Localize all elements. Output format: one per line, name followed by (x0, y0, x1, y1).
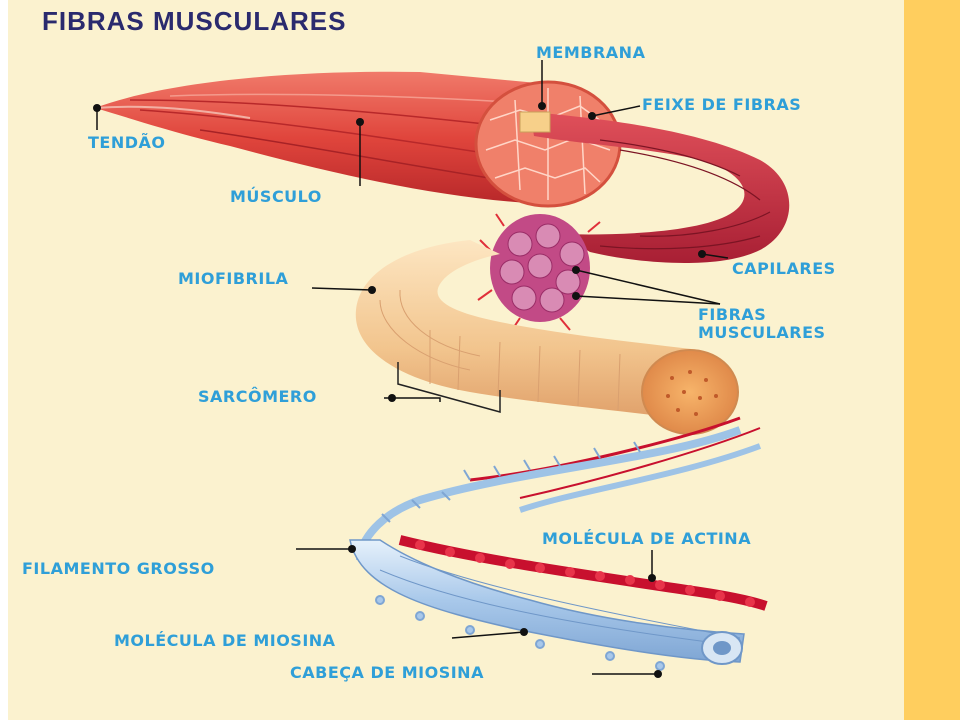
myofibril-shape (355, 240, 739, 435)
label-feixe-de-fibras: FEIXE DE FIBRAS (642, 95, 802, 114)
label-molecula-de-actina: MOLÉCULA DE ACTINA (542, 529, 752, 548)
fiber-bundle-shape (519, 111, 790, 264)
label-musculo: MÚSCULO (230, 187, 322, 206)
label-sarcomero: SARCÔMERO (198, 387, 317, 406)
right-accent-bar (904, 0, 960, 720)
leader-lines (96, 60, 729, 675)
label-fibras-musculares-line2: MUSCULARES (698, 323, 826, 342)
label-capilares: CAPILARES (732, 259, 836, 278)
muscle-fibers-cross-section (477, 213, 601, 331)
label-fibras-musculares-line1: FIBRAS (698, 305, 767, 324)
label-miofibrila: MIOFIBRILA (178, 269, 289, 288)
label-filamento-grosso: FILAMENTO GROSSO (22, 559, 215, 578)
page-title: FIBRAS MUSCULARES (42, 6, 347, 36)
label-molecula-de-miosina: MOLÉCULA DE MIOSINA (114, 631, 336, 650)
muscle-shape (94, 71, 622, 208)
filaments-shape (349, 416, 768, 671)
label-cabeca-de-miosina: CABEÇA DE MIOSINA (290, 663, 484, 682)
label-membrana: MEMBRANA (536, 43, 646, 62)
label-tendao: TENDÃO (88, 133, 166, 152)
leader-dots (93, 102, 706, 678)
